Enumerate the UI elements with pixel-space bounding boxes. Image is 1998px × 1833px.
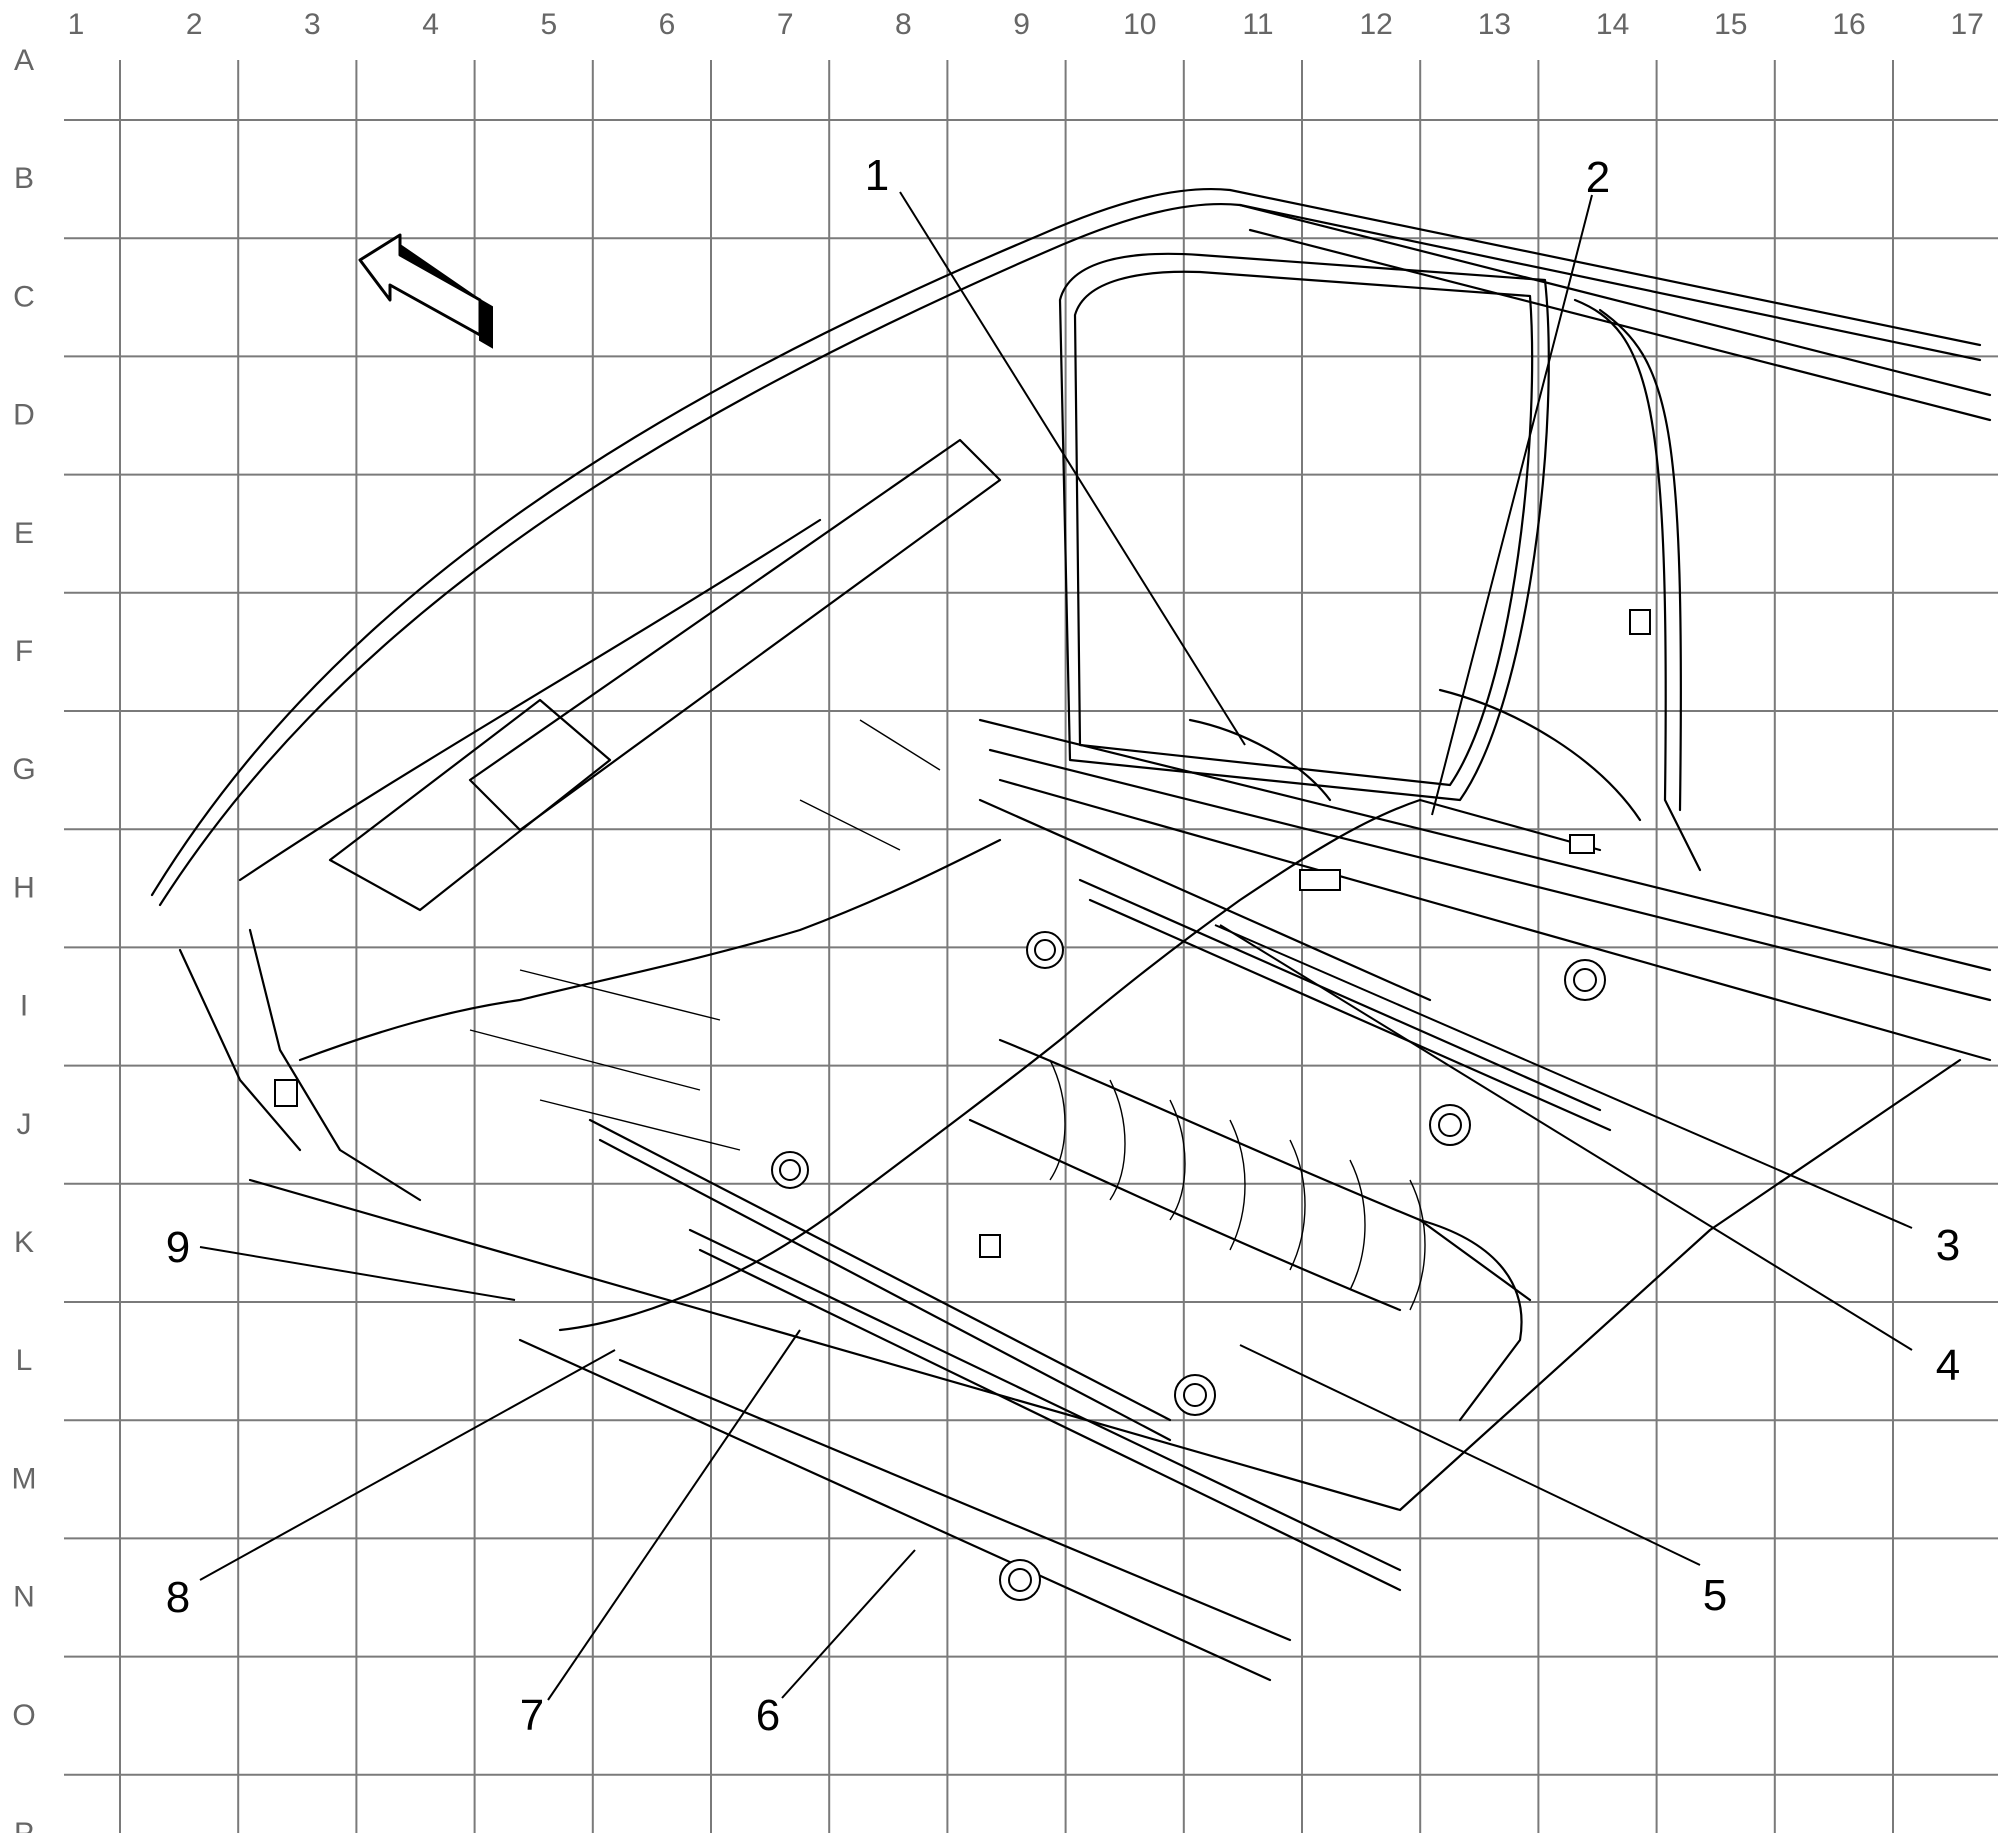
leader-5 [1239, 1344, 1701, 1566]
row-label: D [13, 399, 35, 432]
column-label: 7 [777, 8, 794, 41]
column-label: 2 [186, 8, 203, 41]
row-label: L [16, 1344, 33, 1377]
column-label: 12 [1360, 8, 1393, 41]
callout-4: 4 [1936, 1341, 1960, 1390]
row-label: O [12, 1699, 35, 1732]
row-label: P [14, 1817, 34, 1833]
column-label: 6 [659, 8, 676, 41]
column-label: 16 [1832, 8, 1865, 41]
row-label: F [15, 635, 33, 668]
callout-3: 3 [1936, 1221, 1960, 1270]
row-label: E [14, 517, 34, 550]
row-label: K [14, 1226, 34, 1259]
column-label: 10 [1123, 8, 1156, 41]
row-label: I [20, 990, 28, 1023]
column-label: 11 [1242, 8, 1273, 41]
row-label: B [14, 162, 34, 195]
leader-1 [899, 191, 1246, 746]
callout-8: 8 [166, 1573, 190, 1622]
leader-9 [199, 1246, 516, 1301]
front-direction-arrow-icon [358, 233, 493, 349]
callout-9: 9 [166, 1223, 190, 1272]
column-label: 3 [304, 8, 321, 41]
row-label: A [14, 44, 34, 77]
column-label: 13 [1478, 8, 1511, 41]
column-label: 4 [422, 8, 439, 41]
row-label: M [12, 1462, 37, 1495]
callout-2: 2 [1586, 153, 1610, 202]
column-label: 1 [68, 8, 85, 41]
leader-4 [1219, 924, 1913, 1351]
leader-7 [547, 1329, 801, 1701]
callout-labels: 1 2 3 4 5 6 7 8 9 [166, 151, 1960, 1740]
row-label: J [17, 1108, 32, 1141]
callout-7: 7 [520, 1691, 544, 1740]
row-labels: A B C D E F G H I J K L M N O P [12, 44, 37, 1833]
row-label: C [13, 280, 35, 313]
callout-6: 6 [756, 1691, 780, 1740]
callout-5: 5 [1703, 1571, 1727, 1620]
row-label: H [13, 871, 35, 904]
vehicle-underbody-illustration [150, 187, 1992, 1682]
leader-2 [1431, 194, 1593, 816]
column-label: 15 [1714, 8, 1747, 41]
column-label: 8 [895, 8, 912, 41]
callout-1: 1 [865, 151, 889, 200]
column-label: 9 [1013, 8, 1030, 41]
leader-8 [199, 1349, 616, 1581]
column-label: 14 [1596, 8, 1629, 41]
leader-6 [781, 1549, 916, 1699]
callout-leader-lines [199, 191, 1913, 1701]
column-label: 17 [1951, 8, 1984, 41]
row-label: N [13, 1581, 35, 1614]
row-label: G [12, 753, 35, 786]
leader-3 [1214, 924, 1913, 1229]
column-label: 5 [540, 8, 557, 41]
